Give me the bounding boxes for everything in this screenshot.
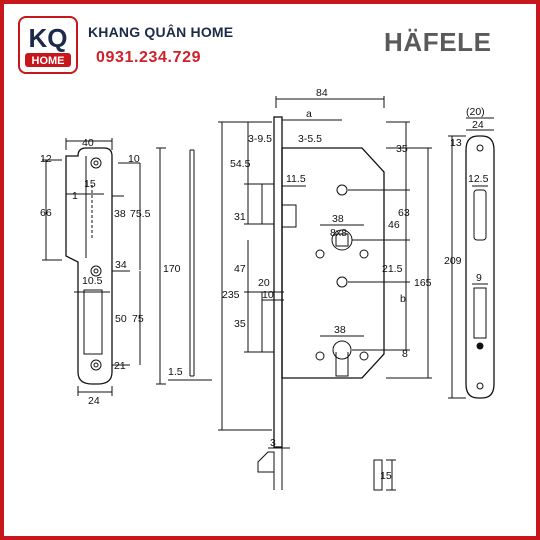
- dim-body-11-5: 11.5: [286, 173, 306, 185]
- dim-plate-13: 13: [450, 137, 462, 149]
- dim-body-165: 165: [414, 277, 432, 289]
- dim-strike-24: 24: [88, 395, 100, 407]
- faceplate-side: [168, 149, 212, 381]
- dim-strike-12: 12: [40, 153, 52, 165]
- dim-strike-50: 50: [115, 313, 127, 325]
- dim-body-63: 63: [398, 207, 410, 219]
- dim-body-10: 10: [262, 289, 274, 301]
- dim-side-1-5: 1.5: [168, 366, 183, 378]
- dim-body-235: 235: [222, 289, 240, 301]
- logo-letters: KQ: [29, 23, 68, 53]
- dim-body-35-low: 35: [234, 318, 246, 330]
- dim-body-84: 84: [316, 87, 328, 99]
- lock-body: [218, 96, 432, 448]
- dim-body-35: 35: [396, 143, 408, 155]
- dim-strike-34: 34: [115, 259, 127, 271]
- dim-body-31: 31: [234, 211, 246, 223]
- kq-home-logo: KQ HOME: [18, 16, 78, 74]
- dim-body-a: a: [306, 108, 312, 120]
- dim-plate-209: 209: [444, 255, 462, 267]
- dim-body-54-5: 54.5: [230, 158, 251, 170]
- logo-word: HOME: [32, 55, 65, 67]
- brand-name: KHANG QUÂN HOME: [88, 24, 234, 40]
- dim-body-21-5: 21.5: [382, 263, 403, 275]
- dim-strike-75: 75: [132, 313, 144, 325]
- dim-plate-24: 24: [472, 119, 484, 131]
- dim-body-47: 47: [234, 263, 246, 275]
- dim-strike-170: 170: [163, 263, 181, 275]
- dim-plate-20: (20): [466, 106, 485, 118]
- brand-phone: 0931.234.729: [96, 49, 202, 66]
- dim-plate-12-5: 12.5: [468, 173, 489, 185]
- front-plate: [448, 117, 495, 399]
- dim-strike-21: 21: [114, 360, 126, 372]
- dim-body-38-cyl: 38: [334, 324, 346, 336]
- dim-body-3-5-5: 3-5.5: [298, 133, 322, 145]
- strike-plate: [42, 138, 166, 396]
- dim-body-8x8: 8x8: [330, 227, 347, 239]
- dimension-labels: 40 12 10 15 1 38 75.5 66 34 170 10.5 50 …: [40, 87, 489, 482]
- dim-strike-75-5: 75.5: [130, 208, 151, 220]
- dim-body-38-top: 38: [332, 213, 344, 225]
- dim-body-8: 8: [402, 348, 408, 360]
- dim-body-b: b: [400, 293, 406, 305]
- dim-strike-38: 38: [114, 208, 126, 220]
- dim-bolt-3: 3: [270, 437, 276, 449]
- dim-strike-66: 66: [40, 207, 52, 219]
- dim-strike-10: 10: [128, 153, 140, 165]
- dim-body-20: 20: [258, 277, 270, 289]
- bolt-detail: [257, 446, 396, 491]
- dim-strike-40: 40: [82, 137, 94, 149]
- dim-body-3-9-5: 3-9.5: [248, 133, 272, 145]
- dim-body-46: 46: [388, 219, 400, 231]
- hafele-logo: HÄFELE: [384, 27, 492, 57]
- dim-strike-15: 15: [84, 178, 96, 190]
- dim-strike-10-5: 10.5: [82, 275, 103, 287]
- dim-bolt-15: 15: [380, 470, 392, 482]
- dim-plate-9: 9: [476, 272, 482, 284]
- dim-strike-1: 1: [72, 190, 78, 202]
